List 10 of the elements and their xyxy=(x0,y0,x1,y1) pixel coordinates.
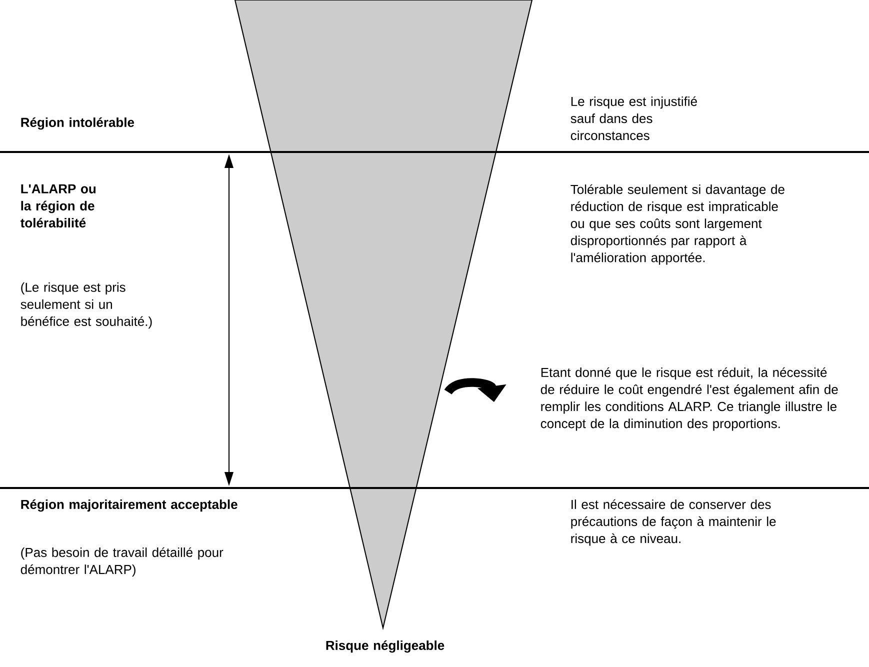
region-description: Etant donné que le risque est réduit, la nécessité de réduire le coût engendré l'est également afin de remplir les conditions ALARP. Ce triangle illustre le concept de la diminution des proportions. xyxy=(540,367,838,431)
region-heading: L'ALARP ou la région de tolérabilité xyxy=(20,184,96,228)
region-description: Tolérable seulement si davantage de réduction de risque est impraticable ou que ses coûts sont largement disproportionnés par rapport à l'amélioration apportée. xyxy=(570,184,784,265)
region-note: (Le risque est pris seulement si un bénéfice est souhaité.) xyxy=(20,282,152,329)
region-heading: Région majoritairement acceptable xyxy=(21,499,238,512)
apex-label: Risque négligeable xyxy=(326,640,444,653)
region-description: Il est nécessaire de conserver des précautions de façon à maintenir le risque à ce niveau. xyxy=(571,499,776,546)
region-note: (Pas besoin de travail détaillé pour démontrer l'ALARP) xyxy=(20,547,224,577)
region-heading: Région intolérable xyxy=(21,117,134,130)
region-description: Le risque est injustifié sauf dans des circonstances xyxy=(570,96,697,140)
